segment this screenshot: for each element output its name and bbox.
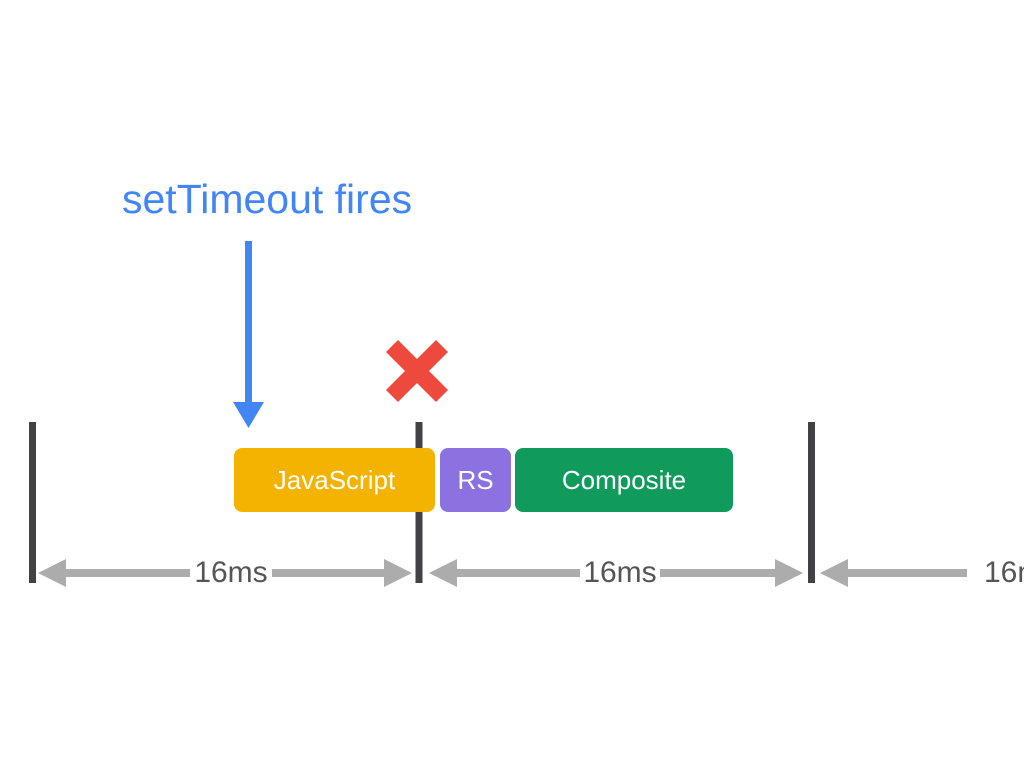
interval-arrow: [820, 559, 967, 587]
interval-arrow: [429, 559, 803, 587]
javascript-block-label: JavaScript: [273, 464, 396, 495]
interval-label: 16ms: [194, 556, 268, 589]
interval-label: 16ms: [984, 556, 1024, 589]
frame-boundary-line: [808, 422, 815, 583]
missed-frame-x-icon: [385, 339, 449, 403]
composite-block-label: Composite: [561, 464, 687, 495]
settimeout-arrow-icon: [233, 241, 264, 428]
interval-arrow: [38, 559, 412, 587]
composite-block: Composite: [515, 448, 733, 512]
javascript-block: JavaScript: [234, 448, 435, 512]
recalc-styles-block-label: RS: [457, 464, 494, 495]
interval-label: 16ms: [583, 556, 657, 589]
recalc-styles-block: RS: [440, 448, 511, 512]
frame-boundary-line: [29, 422, 36, 583]
settimeout-fires-label: setTimeout fires: [122, 176, 413, 222]
